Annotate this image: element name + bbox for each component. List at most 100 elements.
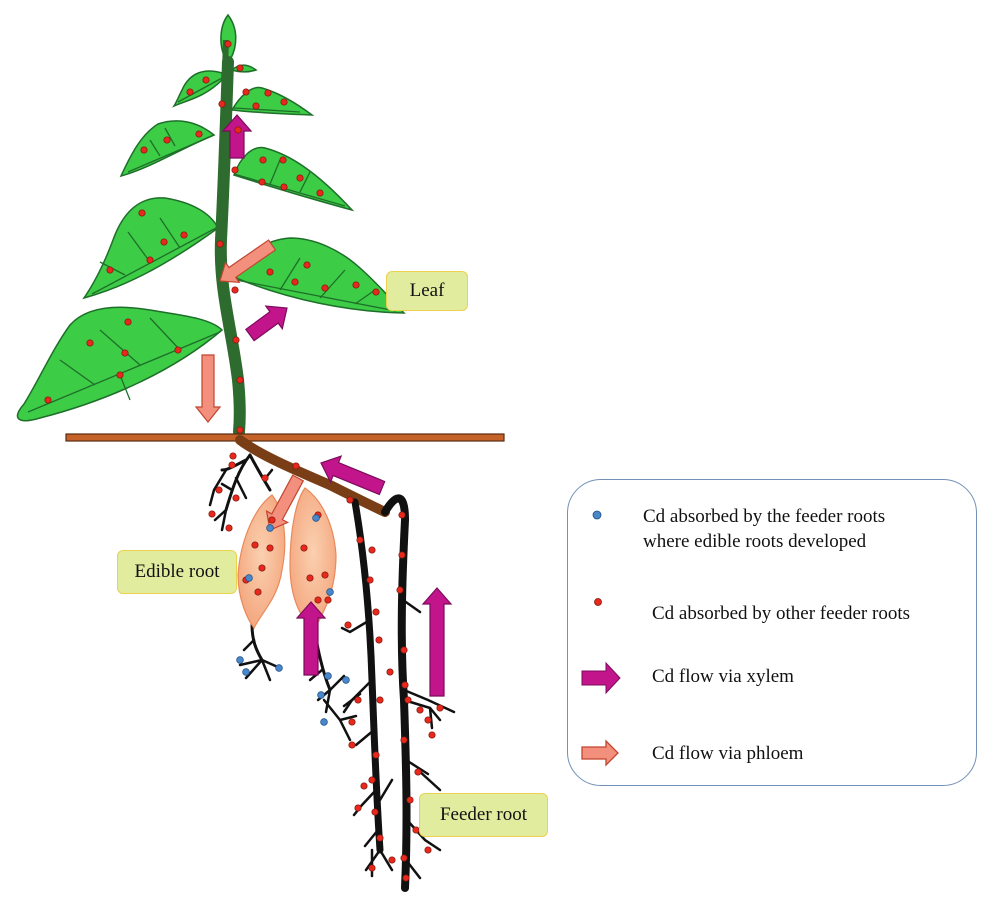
legend-text-red: Cd absorbed by other feeder roots — [652, 602, 910, 626]
cd-red-dot — [232, 167, 238, 173]
cd-red-dot — [403, 875, 409, 881]
cd-red-dot — [203, 77, 209, 83]
cd-blue-dot — [276, 665, 283, 672]
cd-red-dot — [237, 65, 243, 71]
cd-red-dot — [226, 525, 232, 531]
cd-red-dot — [281, 99, 287, 105]
cd-red-dot — [181, 232, 187, 238]
cd-red-dot — [141, 147, 147, 153]
cd-blue-dot — [321, 719, 328, 726]
cd-red-dot — [399, 512, 405, 518]
cd-red-dot — [425, 717, 431, 723]
cd-red-dot — [267, 545, 273, 551]
cd-red-dot — [280, 157, 286, 163]
cd-blue-dot — [318, 692, 325, 699]
cd-red-dot — [372, 809, 378, 815]
cd-red-dot — [175, 347, 181, 353]
cd-red-dot — [233, 495, 239, 501]
cd-red-dot — [237, 427, 243, 433]
cd-red-dot — [415, 769, 421, 775]
cd-red-dot — [304, 262, 310, 268]
cd-red-dot — [229, 462, 235, 468]
cd-red-dot — [407, 797, 413, 803]
cd-red-dot — [367, 577, 373, 583]
cd-red-dot — [196, 131, 202, 137]
cd-red-dot — [349, 742, 355, 748]
cd-red-dot — [347, 497, 353, 503]
phloem-arrow-down-stem — [196, 355, 220, 422]
cd-red-dot — [301, 545, 307, 551]
cd-red-dot — [259, 565, 265, 571]
cd-red-dot — [355, 805, 361, 811]
cd-red-dot — [355, 697, 361, 703]
cd-blue-dot — [327, 589, 334, 596]
cd-red-dot — [369, 547, 375, 553]
cd-red-dot — [399, 552, 405, 558]
leaf-top-right — [232, 65, 256, 72]
cd-blue-dot — [313, 515, 320, 522]
cd-red-dot — [217, 241, 223, 247]
cd-red-dot — [107, 267, 113, 273]
legend-text-blue-2: where edible roots developed — [643, 530, 866, 554]
cd-red-dot — [255, 589, 261, 595]
cd-red-dot — [267, 269, 273, 275]
ground-line — [66, 434, 504, 441]
cd-red-dot — [260, 157, 266, 163]
cd-red-dot — [317, 190, 323, 196]
feeder-root-label: Feeder root — [419, 793, 548, 837]
cd-red-dot — [387, 669, 393, 675]
cd-red-dot — [376, 637, 382, 643]
cd-red-dot — [322, 572, 328, 578]
cd-red-dot — [401, 855, 407, 861]
cd-red-dot — [307, 575, 313, 581]
leaf-3-left — [121, 121, 214, 176]
edible-root-label: Edible root — [117, 550, 237, 594]
cd-red-dot — [405, 697, 411, 703]
cd-blue-dot — [343, 677, 350, 684]
cd-red-dot — [125, 319, 131, 325]
cd-red-dot — [269, 517, 275, 523]
cd-red-dot — [237, 377, 243, 383]
cd-red-dot — [373, 609, 379, 615]
cd-blue-dot — [267, 525, 274, 532]
cd-red-dot — [373, 752, 379, 758]
cd-red-dot — [401, 647, 407, 653]
cd-red-dot — [293, 463, 299, 469]
cd-red-dot — [187, 89, 193, 95]
leaf-label: Leaf — [386, 271, 468, 311]
cd-red-dot — [315, 597, 321, 603]
cd-red-dot — [292, 279, 298, 285]
cd-red-dot — [265, 90, 271, 96]
cd-red-dot — [401, 737, 407, 743]
cd-red-dot — [122, 350, 128, 356]
cd-red-dot — [389, 857, 395, 863]
cd-red-dot — [232, 287, 238, 293]
cd-red-dot — [297, 175, 303, 181]
cd-red-dot — [357, 537, 363, 543]
cd-red-dot — [253, 103, 259, 109]
cd-red-dot — [373, 289, 379, 295]
legend-text-phloem: Cd flow via phloem — [652, 742, 803, 766]
cd-blue-dot — [325, 673, 332, 680]
cd-red-dot — [243, 89, 249, 95]
cd-red-dot — [164, 137, 170, 143]
cd-red-dot — [325, 597, 331, 603]
cd-red-dot — [233, 337, 239, 343]
cd-red-dot — [139, 210, 145, 216]
cd-red-dot — [429, 732, 435, 738]
cd-blue-dot — [237, 657, 244, 664]
cd-red-dot — [369, 777, 375, 783]
cd-red-dot — [369, 865, 375, 871]
cd-red-dot — [209, 511, 215, 517]
cd-red-dot — [117, 372, 123, 378]
cd-red-dot — [219, 101, 225, 107]
cd-red-dot — [259, 179, 265, 185]
cd-red-dot — [45, 397, 51, 403]
cd-red-dot — [281, 184, 287, 190]
cd-red-dot — [397, 587, 403, 593]
cd-blue-dot — [243, 669, 250, 676]
cd-red-dot — [87, 340, 93, 346]
cd-red-dot — [147, 257, 153, 263]
cd-red-dot — [322, 285, 328, 291]
